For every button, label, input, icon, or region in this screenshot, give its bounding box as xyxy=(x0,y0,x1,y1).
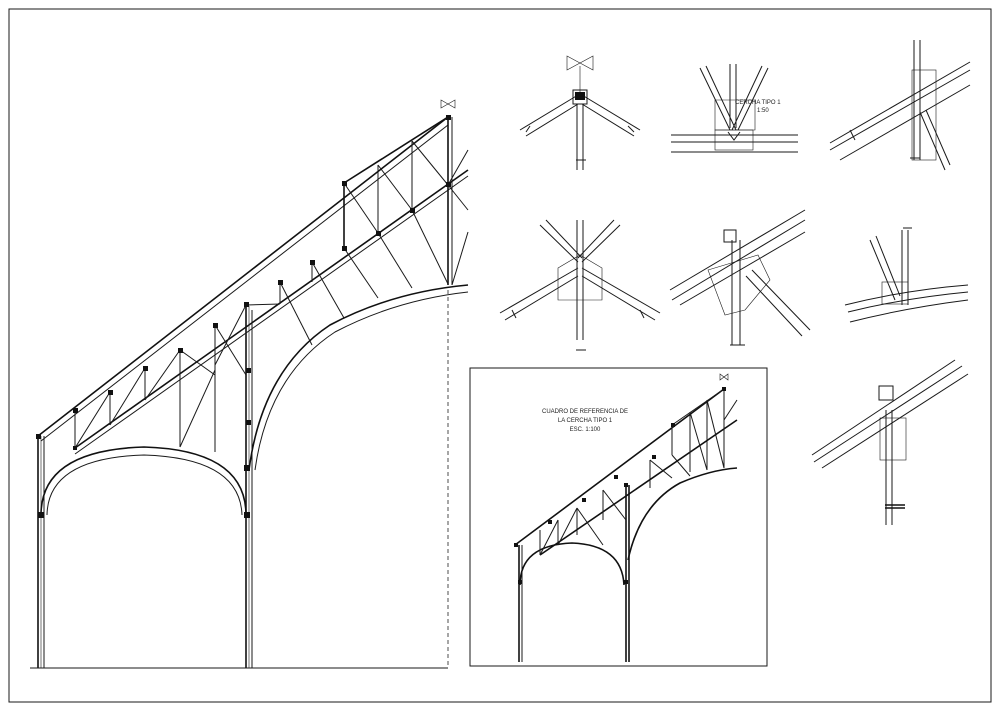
reference-title-line2: LA CERCHA TIPO 1 xyxy=(558,418,613,424)
reference-box: CUADRO DE REFERENCIA DE LA CERCHA TIPO 1… xyxy=(469,367,768,667)
detail-x-joint xyxy=(499,219,661,351)
mini-truss xyxy=(514,373,738,662)
sheet-border xyxy=(8,8,992,703)
reference-title-line3: ESC. 1:100 xyxy=(570,427,601,433)
detail-apex-joint xyxy=(519,55,641,170)
main-truss-elevation xyxy=(30,99,469,669)
reference-title-line1: CUADRO DE REFERENCIA DE xyxy=(542,409,628,415)
detail-chord-gusset: CERCHA TIPO 1 1:50 xyxy=(671,64,798,153)
apex-marker xyxy=(440,99,456,109)
detail-label-line1: CERCHA TIPO 1 xyxy=(735,100,781,106)
detail-right-middle xyxy=(844,227,969,323)
left-column xyxy=(37,436,45,668)
middle-column xyxy=(245,302,253,668)
detail-center-right xyxy=(669,209,811,346)
upper-extension xyxy=(343,116,453,285)
web-members xyxy=(74,140,469,452)
detail-label-line2: 1:50 xyxy=(757,108,769,114)
top-chord xyxy=(37,116,449,442)
detail-top-right xyxy=(829,40,971,171)
lower-chord xyxy=(74,169,469,455)
left-arch xyxy=(40,446,247,516)
truss-joints xyxy=(36,115,451,518)
detail-bottom-right xyxy=(811,359,969,525)
right-sweep-curve xyxy=(248,284,469,471)
